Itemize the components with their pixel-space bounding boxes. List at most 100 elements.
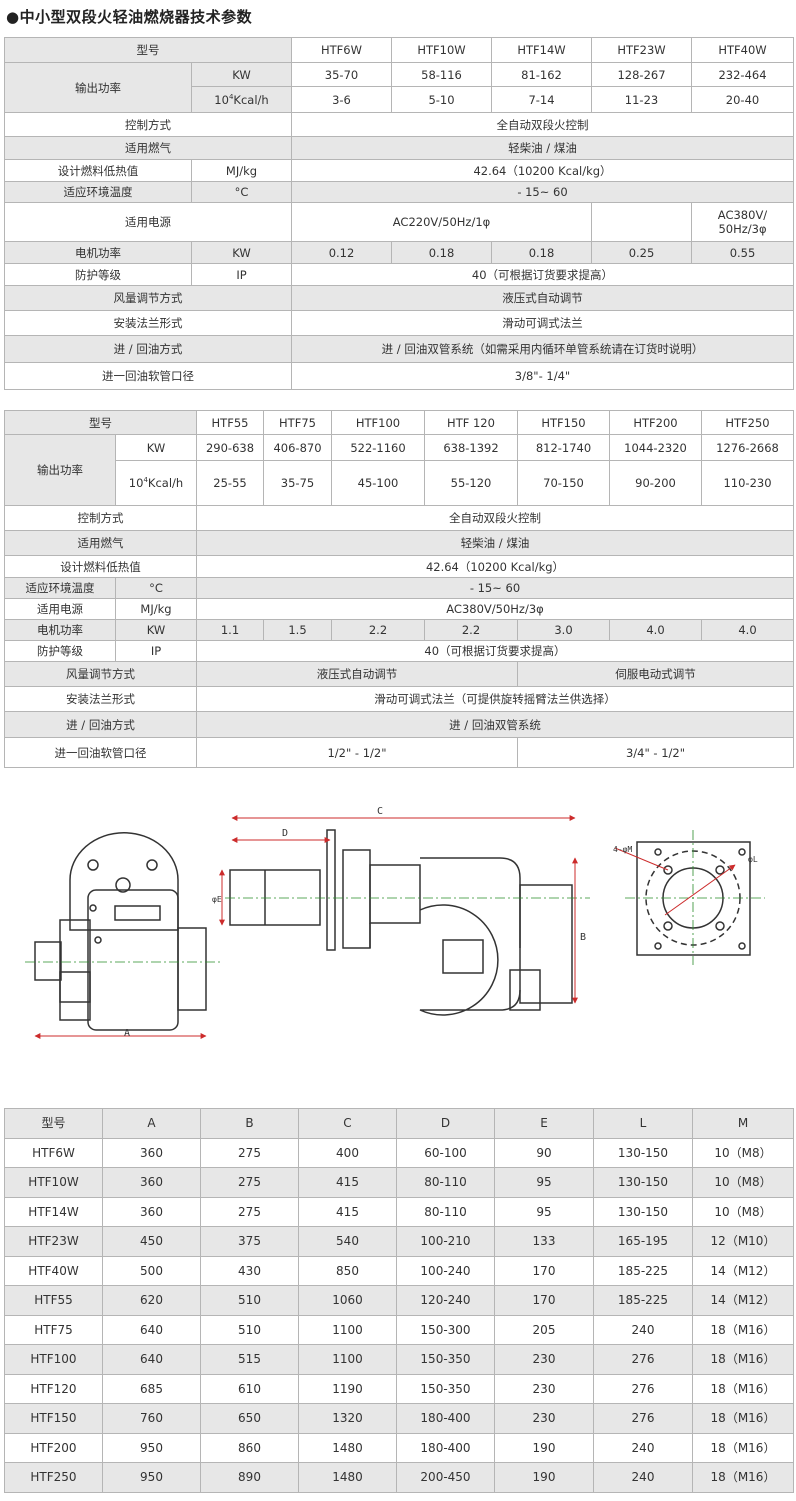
ip-label: 防护等级 <box>4 640 116 662</box>
model-label: 型号 <box>4 410 197 435</box>
dim-cell: HTF150 <box>4 1403 103 1434</box>
motor-cell: 2.2 <box>424 619 518 641</box>
dim-cell: 1480 <box>298 1432 397 1463</box>
hose-value-1: 1/2" - 1/2" <box>196 737 518 768</box>
output-label: 输出功率 <box>4 62 192 113</box>
dim-cell: 1060 <box>298 1285 397 1316</box>
spec-table-small: 型号 HTF6W HTF10W HTF14W HTF23W HTF40W 输出功… <box>4 37 794 390</box>
dim-cell: 276 <box>593 1373 693 1404</box>
motor-unit: KW <box>115 619 197 641</box>
model-cell: HTF250 <box>701 410 794 435</box>
unit-cell: 104Kcal/h <box>115 460 197 506</box>
dim-cell: HTF100 <box>4 1344 103 1375</box>
dim-cell: 1100 <box>298 1344 397 1375</box>
dim-cell: 130-150 <box>593 1167 693 1198</box>
temp-value: - 15~ 60 <box>291 181 794 203</box>
page-title: ●中小型双段火轻油燃烧器技术参数 <box>6 8 253 26</box>
air-label: 风量调节方式 <box>4 661 197 687</box>
dim-cell: 950 <box>102 1432 201 1463</box>
kw-cell: 232-464 <box>691 62 794 87</box>
power-value: AC380V/50Hz/3φ <box>196 598 794 620</box>
motor-cell: 0.18 <box>391 241 492 264</box>
dim-cell: 275 <box>200 1167 299 1198</box>
temp-value: - 15~ 60 <box>196 577 794 599</box>
dim-cell: 610 <box>200 1373 299 1404</box>
fuel-label: 适用燃气 <box>4 530 197 556</box>
oil-label: 进 / 回油方式 <box>4 335 292 363</box>
dim-header: C <box>298 1108 397 1139</box>
kw-cell: 290-638 <box>196 434 264 461</box>
hose-value-2: 3/4" - 1/2" <box>517 737 794 768</box>
dim-cell: 10（M8） <box>692 1137 794 1168</box>
model-cell: HTF55 <box>196 410 264 435</box>
dim-cell: 185-225 <box>593 1255 693 1286</box>
hose-label: 进一回油软管口径 <box>4 737 197 768</box>
air-value: 液压式自动调节 <box>291 285 794 311</box>
control-value: 全自动双段火控制 <box>196 505 794 531</box>
dim-header: A <box>102 1108 201 1139</box>
power-label: 适用电源 <box>4 598 116 620</box>
dim-cell: HTF10W <box>4 1167 103 1198</box>
dim-cell: 18（M16） <box>692 1344 794 1375</box>
dim-cell: 14（M12） <box>692 1255 794 1286</box>
kw-cell: 81-162 <box>491 62 592 87</box>
dim-cell: 276 <box>593 1403 693 1434</box>
motor-cell: 1.1 <box>196 619 264 641</box>
kw-cell: 128-267 <box>591 62 692 87</box>
control-label: 控制方式 <box>4 112 292 137</box>
dim-cell: HTF55 <box>4 1285 103 1316</box>
dim-cell: 1480 <box>298 1462 397 1493</box>
kcal-cell: 45-100 <box>331 460 425 506</box>
model-cell: HTF200 <box>609 410 702 435</box>
kcal-cell: 90-200 <box>609 460 702 506</box>
output-label: 输出功率 <box>4 434 116 506</box>
dim-cell: 415 <box>298 1196 397 1227</box>
model-cell: HTF6W <box>291 37 392 63</box>
kcal-cell: 55-120 <box>424 460 518 506</box>
model-cell: HTF75 <box>263 410 332 435</box>
dim-cell: 170 <box>494 1285 594 1316</box>
motor-cell: 0.18 <box>491 241 592 264</box>
unit-cell: 104Kcal/h <box>191 86 292 113</box>
dim-cell: HTF23W <box>4 1226 103 1257</box>
model-cell: HTF10W <box>391 37 492 63</box>
dim-cell: 360 <box>102 1137 201 1168</box>
dim-cell: 375 <box>200 1226 299 1257</box>
model-cell: HTF23W <box>591 37 692 63</box>
model-cell: HTF 120 <box>424 410 518 435</box>
motor-label: 电机功率 <box>4 241 192 264</box>
flange-label: 安装法兰形式 <box>4 686 197 712</box>
heat-label: 设计燃料低热值 <box>4 555 197 578</box>
dim-header: B <box>200 1108 299 1139</box>
model-cell: HTF100 <box>331 410 425 435</box>
dim-cell: HTF75 <box>4 1314 103 1345</box>
power-empty <box>591 202 692 242</box>
power-value-3phase: AC380V/50Hz/3φ <box>691 202 794 242</box>
motor-cell: 3.0 <box>517 619 610 641</box>
heat-value: 42.64（10200 Kcal/kg） <box>291 159 794 182</box>
dim-cell: 133 <box>494 1226 594 1257</box>
flange-value: 滑动可调式法兰 <box>291 310 794 336</box>
burner-dimension-drawing: A C D B φE φL 4-φM <box>25 806 765 1039</box>
dim-cell: 510 <box>200 1314 299 1345</box>
power-unit: MJ/kg <box>115 598 197 620</box>
control-value: 全自动双段火控制 <box>291 112 794 137</box>
dim-cell: 240 <box>593 1462 693 1493</box>
kcal-cell: 11-23 <box>591 86 692 113</box>
dim-cell: 240 <box>593 1432 693 1463</box>
ip-value: 40（可根据订货要求提高） <box>196 640 794 662</box>
dim-cell: 130-150 <box>593 1137 693 1168</box>
dim-label-l: φL <box>748 855 758 864</box>
dim-cell: 80-110 <box>396 1196 495 1227</box>
dim-cell: 430 <box>200 1255 299 1286</box>
fuel-value: 轻柴油 / 煤油 <box>196 530 794 556</box>
dim-cell: 150-350 <box>396 1344 495 1375</box>
motor-cell: 0.55 <box>691 241 794 264</box>
dim-cell: 510 <box>200 1285 299 1316</box>
dim-cell: 90 <box>494 1137 594 1168</box>
dim-cell: 185-225 <box>593 1285 693 1316</box>
